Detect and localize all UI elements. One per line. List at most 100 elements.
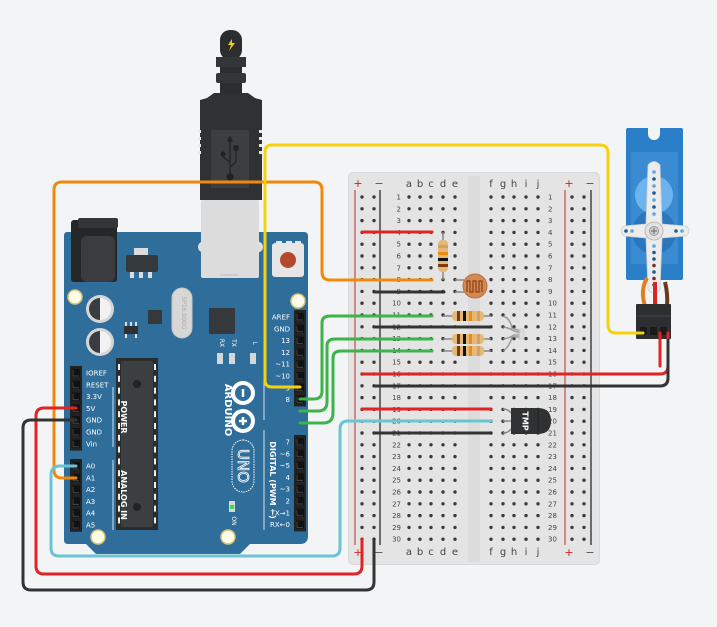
- breadboard-hole[interactable]: [524, 289, 528, 294]
- breadboard-hole[interactable]: [570, 336, 574, 341]
- breadboard-hole[interactable]: [453, 195, 457, 199]
- breadboard-hole[interactable]: [570, 301, 574, 305]
- breadboard-hole[interactable]: [512, 289, 516, 294]
- breadboard-hole[interactable]: [524, 301, 528, 305]
- breadboard-hole[interactable]: [524, 230, 528, 235]
- reset-button[interactable]: [272, 241, 304, 277]
- breadboard-hole[interactable]: [524, 537, 528, 541]
- breadboard-hole[interactable]: [582, 502, 586, 506]
- breadboard-hole[interactable]: [453, 502, 457, 506]
- breadboard-hole[interactable]: [524, 254, 528, 258]
- breadboard-hole[interactable]: [501, 207, 505, 211]
- breadboard-hole[interactable]: [512, 230, 516, 235]
- header-pin[interactable]: [72, 439, 80, 448]
- breadboard-hole[interactable]: [407, 301, 411, 305]
- header-pin[interactable]: [72, 497, 80, 506]
- breadboard-hole[interactable]: [524, 454, 528, 459]
- breadboard-hole[interactable]: [512, 313, 516, 317]
- breadboard-hole[interactable]: [512, 466, 516, 471]
- breadboard-hole[interactable]: [582, 207, 586, 211]
- breadboard-hole[interactable]: [418, 254, 422, 258]
- header-pin[interactable]: [296, 449, 304, 458]
- breadboard-hole[interactable]: [570, 490, 574, 494]
- breadboard-hole[interactable]: [570, 277, 574, 282]
- breadboard-hole[interactable]: [512, 513, 516, 518]
- breadboard-hole[interactable]: [489, 490, 493, 494]
- resistor-row13[interactable]: [443, 334, 491, 344]
- breadboard-hole[interactable]: [524, 490, 528, 494]
- breadboard-hole[interactable]: [453, 490, 457, 494]
- header-pin[interactable]: [296, 497, 304, 505]
- breadboard-hole[interactable]: [360, 502, 364, 506]
- header-pin[interactable]: [296, 336, 304, 345]
- breadboard-hole[interactable]: [570, 513, 574, 518]
- breadboard-hole[interactable]: [512, 301, 516, 305]
- breadboard-hole[interactable]: [372, 525, 376, 530]
- header-pin[interactable]: [296, 485, 304, 494]
- breadboard-hole[interactable]: [360, 513, 364, 518]
- breadboard-hole[interactable]: [512, 502, 516, 506]
- breadboard-hole[interactable]: [429, 478, 433, 482]
- breadboard-hole[interactable]: [524, 502, 528, 506]
- breadboard-hole[interactable]: [536, 195, 540, 199]
- breadboard-hole[interactable]: [489, 289, 493, 294]
- breadboard-hole[interactable]: [501, 289, 505, 294]
- header-pin[interactable]: [296, 360, 304, 369]
- breadboard-hole[interactable]: [453, 207, 457, 211]
- header-pin[interactable]: [72, 380, 80, 389]
- breadboard-hole[interactable]: [536, 266, 540, 270]
- breadboard-hole[interactable]: [512, 195, 516, 199]
- breadboard-hole[interactable]: [536, 525, 540, 530]
- breadboard-hole[interactable]: [582, 454, 586, 459]
- breadboard-hole[interactable]: [407, 360, 411, 364]
- breadboard-hole[interactable]: [453, 537, 457, 541]
- breadboard-hole[interactable]: [536, 443, 540, 447]
- breadboard-hole[interactable]: [501, 490, 505, 494]
- breadboard-hole[interactable]: [360, 242, 364, 246]
- breadboard-hole[interactable]: [501, 525, 505, 530]
- breadboard-hole[interactable]: [360, 384, 364, 388]
- header-pin[interactable]: [296, 372, 304, 380]
- breadboard-hole[interactable]: [570, 525, 574, 530]
- breadboard-hole[interactable]: [429, 513, 433, 518]
- breadboard-hole[interactable]: [489, 277, 493, 282]
- breadboard-hole[interactable]: [418, 301, 422, 305]
- breadboard-hole[interactable]: [570, 502, 574, 506]
- breadboard-hole[interactable]: [418, 207, 422, 211]
- breadboard-hole[interactable]: [570, 443, 574, 447]
- breadboard-hole[interactable]: [489, 218, 493, 223]
- breadboard-hole[interactable]: [441, 537, 445, 541]
- breadboard-hole[interactable]: [536, 301, 540, 305]
- breadboard-hole[interactable]: [582, 443, 586, 447]
- breadboard-hole[interactable]: [453, 242, 457, 246]
- header-pin[interactable]: [296, 461, 304, 470]
- breadboard-hole[interactable]: [360, 525, 364, 530]
- breadboard-hole[interactable]: [489, 454, 493, 459]
- breadboard-hole[interactable]: [570, 348, 574, 353]
- breadboard-hole[interactable]: [536, 207, 540, 211]
- breadboard-hole[interactable]: [582, 431, 586, 435]
- breadboard-hole[interactable]: [489, 537, 493, 541]
- breadboard-hole[interactable]: [360, 325, 364, 329]
- breadboard-hole[interactable]: [570, 313, 574, 317]
- breadboard-hole[interactable]: [441, 466, 445, 471]
- breadboard-hole[interactable]: [512, 443, 516, 447]
- breadboard-hole[interactable]: [512, 360, 516, 364]
- breadboard-hole[interactable]: [453, 395, 457, 400]
- breadboard-hole[interactable]: [582, 254, 586, 258]
- breadboard-hole[interactable]: [407, 254, 411, 258]
- breadboard-hole[interactable]: [512, 537, 516, 541]
- breadboard-hole[interactable]: [501, 360, 505, 364]
- breadboard-hole[interactable]: [570, 266, 574, 270]
- breadboard-hole[interactable]: [372, 513, 376, 518]
- breadboard-hole[interactable]: [570, 325, 574, 329]
- breadboard-hole[interactable]: [407, 195, 411, 199]
- servo-motor[interactable]: [620, 128, 690, 339]
- breadboard-hole[interactable]: [489, 230, 493, 235]
- breadboard-hole[interactable]: [372, 502, 376, 506]
- breadboard-hole[interactable]: [524, 207, 528, 211]
- breadboard-hole[interactable]: [453, 478, 457, 482]
- breadboard-hole[interactable]: [512, 242, 516, 246]
- breadboard-hole[interactable]: [570, 207, 574, 211]
- breadboard-hole[interactable]: [536, 218, 540, 223]
